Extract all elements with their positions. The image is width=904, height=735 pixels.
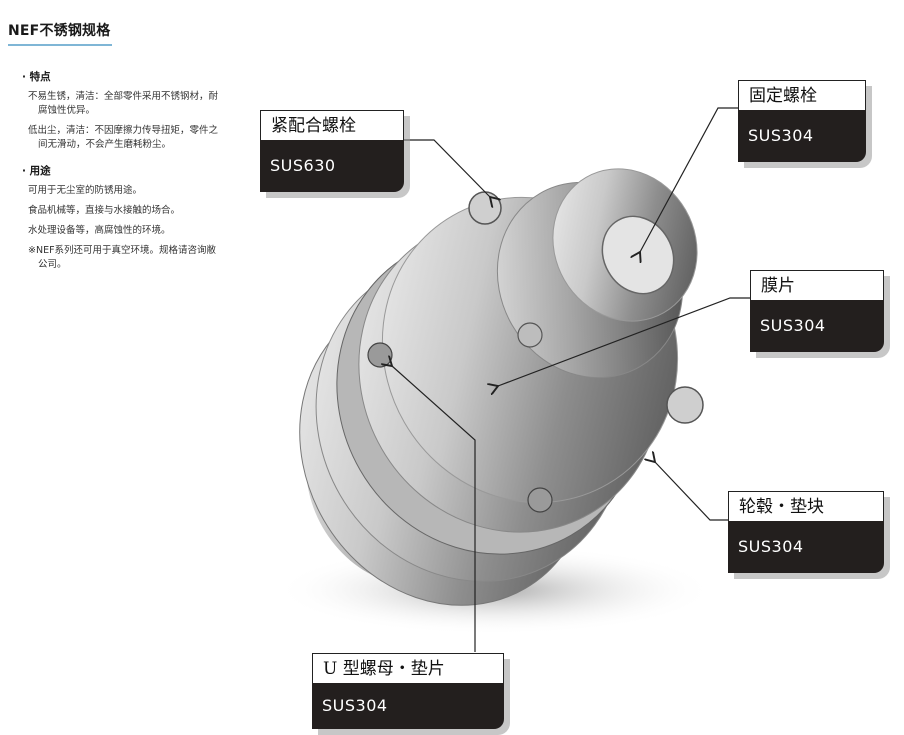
features-heading: · 特点 [22, 71, 51, 83]
use-item: 水处理设备等，高腐蚀性的环境。 [28, 225, 171, 236]
title-underline [8, 44, 112, 46]
bolt-head [517, 322, 543, 348]
uses-heading: · 用途 [22, 165, 51, 177]
features-section: · 特点 不易生锈，清洁：全部零件采用不锈钢材，耐腐蚀性优异。 低出尘，清洁：不… [22, 70, 219, 152]
callout-material: SUS304 [750, 300, 884, 352]
spec-text-column: · 特点 不易生锈，清洁：全部零件采用不锈钢材，耐腐蚀性优异。 低出尘，清洁：不… [22, 70, 219, 284]
nut [367, 342, 393, 368]
bolt-head [666, 386, 704, 424]
callout-name: 轮毂・垫块 [728, 491, 884, 521]
callout-fitting-bolt: 紧配合螺栓 SUS630 [260, 110, 410, 198]
callout-material: SUS304 [738, 110, 866, 162]
callout-disc: 膜片 SUS304 [750, 270, 890, 358]
callout-name: 膜片 [750, 270, 884, 300]
callout-u-nut-washer: U 型螺母・垫片 SUS304 [312, 653, 510, 735]
callout-material: SUS630 [260, 140, 404, 192]
feature-item: 不易生锈，清洁：全部零件采用不锈钢材，耐腐蚀性优异。 [28, 91, 219, 116]
callout-name: U 型螺母・垫片 [312, 653, 504, 683]
uses-section: · 用途 可用于无尘室的防锈用途。 食品机械等，直接与水接触的场合。 水处理设备… [22, 164, 218, 272]
page-title: NEF不锈钢规格 [8, 23, 111, 39]
callout-name: 紧配合螺栓 [260, 110, 404, 140]
coupling-product-image [275, 168, 715, 635]
callout-material: SUS304 [312, 683, 504, 729]
use-item: 可用于无尘室的防锈用途。 [28, 185, 143, 196]
use-item: ※NEF系列还可用于真空环境。规格请咨询敝公司。 [28, 245, 217, 270]
callout-material: SUS304 [728, 521, 884, 573]
use-item: 食品机械等，直接与水接触的场合。 [28, 205, 181, 216]
callout-fixing-bolt: 固定螺栓 SUS304 [738, 80, 872, 168]
bolt-head [468, 191, 502, 225]
feature-item: 低出尘，清洁：不因摩擦力传导扭矩，零件之间无滑动，不会产生磨耗粉尘。 [28, 125, 219, 150]
nut [527, 487, 553, 513]
callout-name: 固定螺栓 [738, 80, 866, 110]
callout-hub-spacer: 轮毂・垫块 SUS304 [728, 491, 890, 579]
